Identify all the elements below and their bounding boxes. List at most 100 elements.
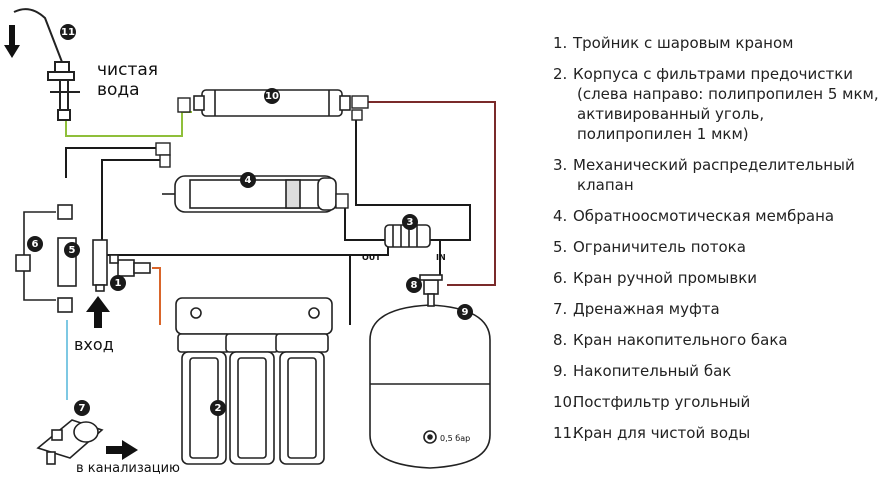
drain-label: в канализацию [76, 461, 180, 476]
ro-system-diagram: чистая вода вход в канализацию OUT IN 0,… [4, 8, 496, 476]
legend-number: 8. [553, 331, 568, 349]
legend-number: 11. [553, 424, 577, 442]
storage-tank [369, 304, 491, 469]
badge-4: 4 [240, 172, 256, 188]
svg-text:1: 1 [115, 278, 122, 289]
clean-water-label-line2: вода [97, 80, 140, 100]
legend-line: клапан [577, 176, 634, 194]
membrane-elbow-icon [155, 142, 349, 209]
badge-11: 11 [60, 24, 76, 40]
legend-number: 5. [553, 238, 568, 256]
component-legend: 1. Тройник с шаровым краном 2. Корпуса с фи… [553, 33, 883, 454]
legend-line: Дренажная муфта [573, 300, 720, 318]
legend-line: активированный уголь, [577, 105, 765, 123]
legend-line: Кран для чистой воды [573, 424, 751, 442]
legend-item: 4. Обратноосмотическая мембрана [553, 206, 883, 226]
legend-text: Накопительный бак [573, 361, 883, 381]
legend-text: Кран накопительного бака [573, 330, 883, 350]
clean-water-tube [65, 111, 192, 137]
svg-text:6: 6 [32, 239, 39, 250]
drain-arrow-right-icon [106, 440, 138, 460]
legend-number: 9. [553, 362, 568, 380]
legend-text: Обратноосмотическая мембрана [573, 206, 883, 226]
badge-10: 10 [264, 88, 280, 104]
component-badges: 11 10 4 3 6 5 1 8 9 2 7 [27, 24, 473, 416]
prefilter-bracket [175, 297, 333, 335]
legend-item: 9. Накопительный бак [553, 361, 883, 381]
system-tubes [65, 118, 471, 325]
badge-8: 8 [406, 277, 422, 293]
legend-text: Механический распределительный клапан [573, 155, 883, 195]
legend-item: 2. Корпуса с фильтрами предочистки (слева … [553, 64, 883, 144]
elbow-fitting-icon [177, 95, 369, 121]
badge-3: 3 [402, 214, 418, 230]
prefilter-housing [275, 333, 329, 465]
legend-text: Ограничитель потока [573, 237, 883, 257]
legend-line: Обратноосмотическая мембрана [573, 207, 835, 225]
svg-text:3: 3 [407, 217, 414, 228]
legend-item: 11.Кран для чистой воды [553, 423, 883, 443]
flow-arrow-down-icon [4, 25, 20, 58]
legend-text: Дренажная муфта [573, 299, 883, 319]
inlet-arrow-up-icon [86, 296, 110, 328]
svg-text:5: 5 [69, 245, 76, 256]
legend-text: Кран ручной промывки [573, 268, 883, 288]
legend-number: 6. [553, 269, 568, 287]
valve-out-label: OUT [362, 253, 381, 262]
prefilter-housings [177, 333, 329, 465]
svg-text:8: 8 [411, 280, 418, 291]
badge-1: 1 [110, 275, 126, 291]
legend-number: 1. [553, 34, 568, 52]
flush-valve-assembly [15, 204, 77, 313]
valve-in-label: IN [436, 253, 446, 262]
legend-number: 2. [553, 65, 568, 83]
legend-number: 3. [553, 156, 568, 174]
legend-line: (слева направо: полипропилен 5 мкм, [577, 85, 879, 103]
clean-water-label-line1: чистая [97, 60, 158, 80]
legend-item: 8. Кран накопительного бака [553, 330, 883, 350]
legend-item: 10.Постфильтр угольный [553, 392, 883, 412]
badge-2: 2 [210, 400, 226, 416]
legend-line: Ограничитель потока [573, 238, 746, 256]
badge-9: 9 [457, 304, 473, 320]
tank-valve [419, 274, 443, 307]
legend-line: Кран ручной промывки [573, 269, 758, 287]
legend-number: 4. [553, 207, 568, 225]
clean-water-faucet [13, 8, 80, 121]
legend-text: Постфильтр угольный [573, 392, 883, 412]
legend-line: Механический распределительный [573, 156, 855, 174]
prefilter-housing [177, 333, 231, 465]
badge-7: 7 [74, 400, 90, 416]
svg-text:10: 10 [265, 91, 279, 102]
svg-text:2: 2 [215, 403, 222, 414]
drain-saddle [36, 419, 104, 465]
tank-tube [365, 101, 496, 286]
legend-number: 7. [553, 300, 568, 318]
prefilter-housing [225, 333, 279, 465]
svg-text:11: 11 [61, 27, 75, 38]
shutoff-valve-body [384, 224, 431, 248]
svg-text:7: 7 [79, 403, 86, 414]
legend-line: Корпуса с фильтрами предочистки [573, 65, 854, 83]
tank-pressure-label: 0,5 бар [440, 434, 470, 443]
legend-item: 1. Тройник с шаровым краном [553, 33, 883, 53]
legend-line: Тройник с шаровым краном [573, 34, 794, 52]
legend-text: Кран для чистой воды [573, 423, 883, 443]
inlet-tee-valve [109, 254, 151, 277]
inlet-tube [152, 267, 161, 325]
svg-text:4: 4 [245, 175, 252, 186]
badge-6: 6 [27, 236, 43, 252]
drain-restrictor-icon [92, 239, 108, 292]
badge-5: 5 [64, 242, 80, 258]
legend-number: 10. [553, 393, 577, 411]
legend-item: 6. Кран ручной промывки [553, 268, 883, 288]
legend-line: Кран накопительного бака [573, 331, 788, 349]
inlet-label: вход [74, 335, 114, 354]
legend-line: Накопительный бак [573, 362, 732, 380]
ro-membrane-housing [162, 175, 337, 213]
svg-text:9: 9 [462, 307, 469, 318]
legend-line: полипропилен 1 мкм) [577, 125, 749, 143]
legend-line: Постфильтр угольный [573, 393, 751, 411]
legend-item: 3. Механический распределительный клапан [553, 155, 883, 195]
legend-item: 5. Ограничитель потока [553, 237, 883, 257]
